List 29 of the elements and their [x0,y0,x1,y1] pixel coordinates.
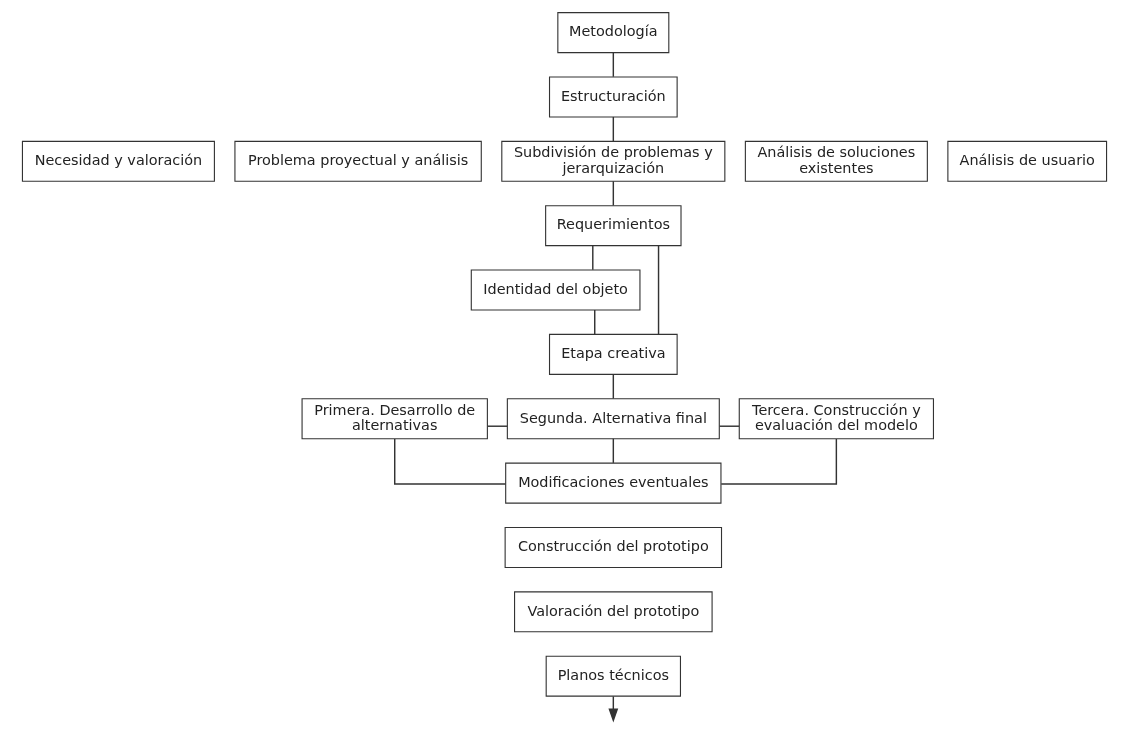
node-box: Problema proyectual y análisis [233,140,482,182]
node-box: Etapa creativa [548,333,678,375]
node-box: Requerimientos [544,205,682,247]
connector [393,438,506,485]
connector [593,309,595,335]
connector [612,180,614,207]
node-box: Planos técnicos [545,655,681,697]
node-box: Necesidad y valoración [21,140,215,182]
connector [612,438,614,464]
connector [612,116,614,142]
connector [720,438,837,485]
node-box: Segunda. Alternativa final [506,398,720,440]
node-box: Análisis de usuario [946,140,1107,182]
node-box: Tercera. Construcción y evaluación del modelo [738,398,934,440]
connector [591,244,593,271]
node-box: Valoración del prototipo [513,591,713,633]
node-box: Identidad del objeto [470,269,640,311]
connector [486,425,508,427]
node-box: Análisis de soluciones existentes [744,140,928,182]
node-box: Metodología [556,12,669,54]
connector [718,425,740,427]
node-box: Estructuración [548,76,678,118]
connector [657,245,659,335]
connector [612,51,614,78]
connector [612,373,614,400]
node-box: Modificaciones eventuales [504,462,721,504]
node-box: Subdivisión de problemas y jerarquización [500,140,725,182]
node-box: Construcción del prototipo [504,526,722,568]
node-box: Primera. Desarrollo de alternativas [301,398,488,440]
